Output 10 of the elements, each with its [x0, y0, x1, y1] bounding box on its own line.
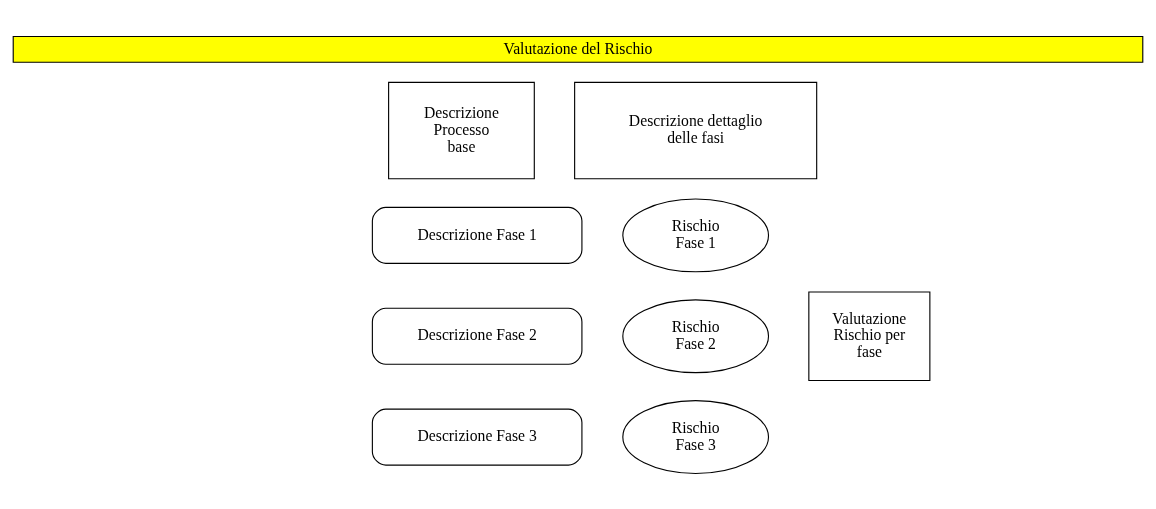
node-ellipse: Rischio Fase 3 — [622, 399, 770, 474]
node-box: Valutazione del Rischio — [12, 35, 1144, 63]
node-box: Descrizione Processo base — [388, 81, 535, 179]
node-box: Descrizione Fase 2 — [371, 307, 583, 365]
node-ellipse: Rischio Fase 1 — [622, 197, 770, 272]
node-box: Descrizione Fase 3 — [371, 408, 583, 466]
node-box: Descrizione dettaglio delle fasi — [574, 81, 818, 179]
node-ellipse: Rischio Fase 2 — [622, 298, 770, 373]
node-box: Valutazione Rischio per fase — [808, 290, 931, 381]
node-box: Descrizione Fase 1 — [371, 206, 583, 264]
